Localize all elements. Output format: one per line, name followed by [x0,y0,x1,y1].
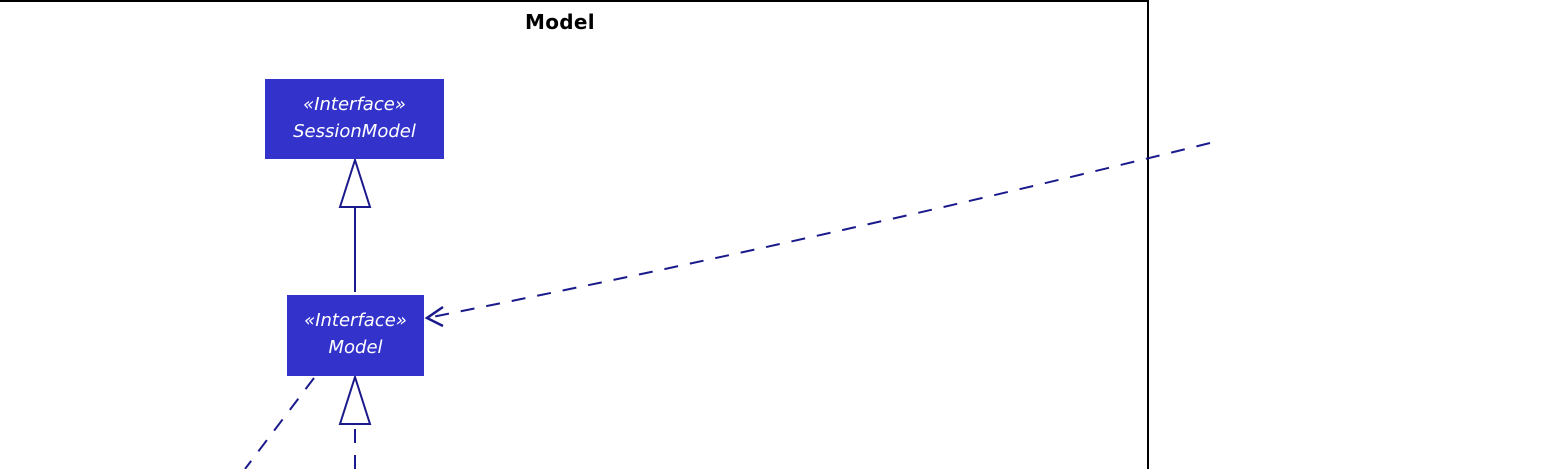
session-model-interface-box[interactable]: «Interface» SessionModel [265,79,444,159]
model-name: Model [328,337,383,358]
model-interface-box[interactable]: «Interface» Model [287,295,424,376]
dependency-arrowhead [424,305,444,328]
package-frame [0,0,1149,469]
model-stereotype: «Interface» [304,310,407,331]
realization-arrowhead [338,373,372,425]
package-title: Model [525,10,595,34]
dependency-line [426,142,1211,319]
session-model-stereotype: «Interface» [303,94,406,115]
session-model-name: SessionModel [293,121,416,142]
generalization-arrowhead [338,156,372,208]
outgoing-dependency-line [244,377,315,469]
